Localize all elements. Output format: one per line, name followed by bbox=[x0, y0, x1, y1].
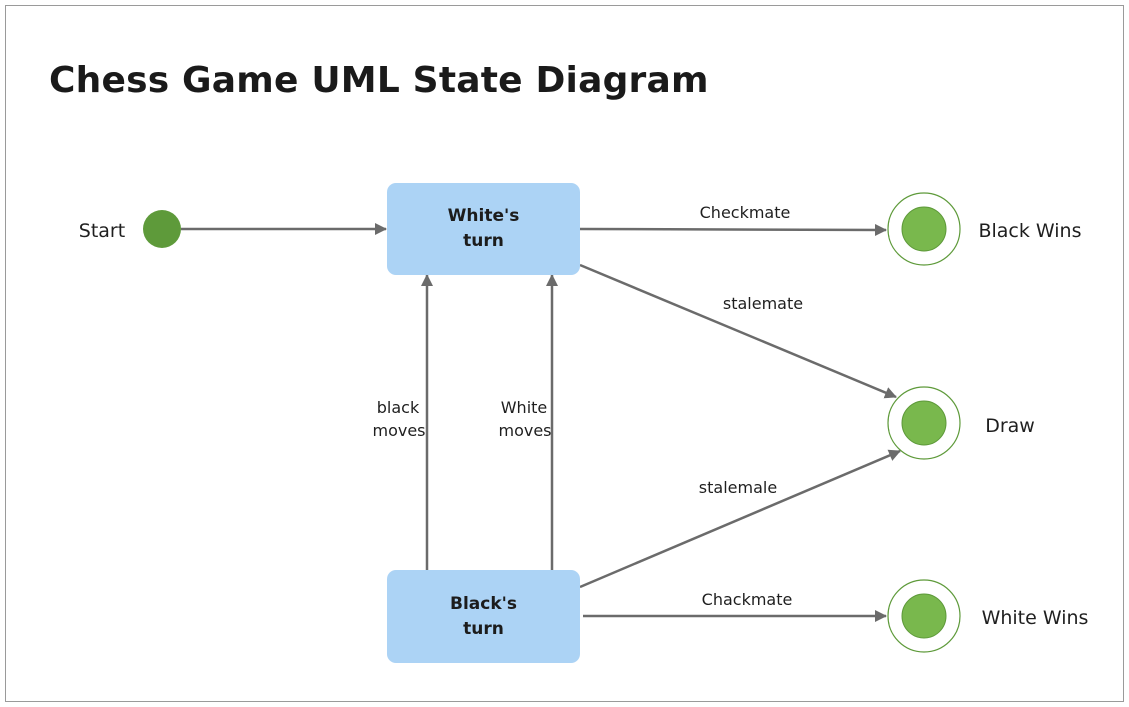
final-state-black-wins[interactable] bbox=[901, 206, 947, 252]
edge-white-stalemate[interactable] bbox=[579, 263, 897, 399]
edge-label-white-moves-line2: moves bbox=[498, 421, 551, 440]
start-label: Start bbox=[79, 220, 125, 242]
edge-black-stalemate[interactable] bbox=[579, 449, 901, 589]
state-white-turn[interactable]: White's turn bbox=[387, 183, 580, 275]
state-black-turn[interactable]: Black's turn bbox=[387, 570, 580, 663]
edge-label-stalemate: stalemate bbox=[723, 294, 803, 313]
black-wins-label: Black Wins bbox=[978, 220, 1081, 242]
edge-label-white-moves-line1: White bbox=[501, 398, 548, 417]
state-white-turn-label: White's turn bbox=[447, 206, 520, 251]
final-state-white-wins[interactable] bbox=[901, 593, 947, 639]
edge-label-black-moves-line2: moves bbox=[372, 421, 425, 440]
white-wins-label: White Wins bbox=[982, 607, 1089, 629]
page-title: Chess Game UML State Diagram bbox=[49, 60, 709, 101]
edge-white-checkmate[interactable] bbox=[579, 223, 887, 236]
final-state-draw[interactable] bbox=[901, 400, 947, 446]
edge-label-stalemale: stalemale bbox=[699, 478, 777, 497]
state-black-turn-label: Black's turn bbox=[450, 593, 517, 639]
edge-label-chackmate: Chackmate bbox=[702, 590, 793, 609]
initial-state-node[interactable] bbox=[143, 210, 181, 248]
draw-label: Draw bbox=[985, 415, 1035, 437]
edge-label-checkmate: Checkmate bbox=[700, 203, 791, 222]
edge-label-black-moves-line1: black bbox=[377, 398, 420, 417]
